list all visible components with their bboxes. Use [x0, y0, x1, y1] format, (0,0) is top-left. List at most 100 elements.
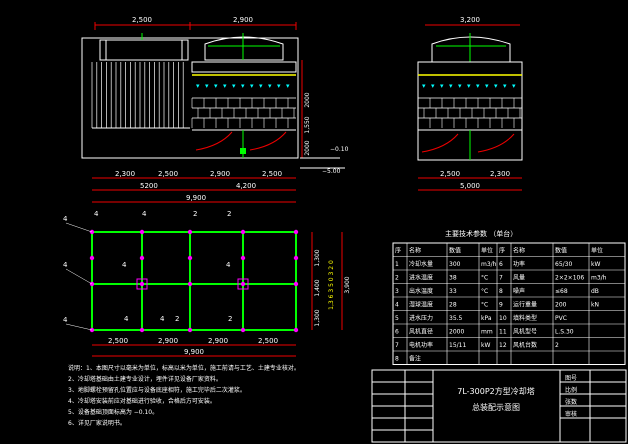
fill-packing — [191, 97, 296, 128]
table-cell: kPa — [481, 315, 492, 322]
table-cell: m3/h — [591, 275, 607, 282]
table-cell: 3 — [395, 288, 399, 295]
spray-nozzles: ▾▾▾▾▾▾▾▾▾▾▾ — [196, 82, 290, 90]
plan-tag-bottom-1: 4 — [124, 315, 129, 323]
anchor-bolt — [139, 229, 145, 235]
plan-tag-bottom-4: 2 — [228, 315, 232, 323]
note-line-5: 5、设备基础顶面标高为 −0.10。 — [68, 408, 158, 416]
table-cell: 65/30 — [555, 261, 572, 268]
side-top-dim: 3,200 — [460, 16, 480, 24]
table-cell: °C — [481, 275, 488, 282]
table-header-cell: 单位 — [591, 247, 603, 255]
anchor-bolt — [89, 255, 95, 261]
spray-nozzle: ▾ — [458, 82, 462, 90]
level-minus-010: −0.10 — [330, 146, 349, 153]
title-side-2: 比例 — [565, 386, 577, 394]
table-cell: 7 — [499, 275, 503, 282]
table-cell: 5 — [395, 315, 399, 322]
table-cell: 200 — [555, 302, 567, 309]
note-line-4: 4、冷却塔安装前应对基础进行验收，合格后方可安装。 — [68, 397, 216, 405]
title-side-1: 图号 — [565, 375, 577, 382]
table-cell: mm — [481, 329, 493, 336]
table-cell: PVC — [555, 315, 567, 322]
spray-nozzle: ▾ — [223, 82, 227, 90]
anchor-bolt — [187, 229, 193, 235]
plan-tag-bottom-3: 2 — [175, 315, 179, 323]
table-cell: 1 — [395, 261, 399, 268]
title-block: 7L-300P2方型冷却塔 总装配示意图 图号 比例 张数 审核 — [371, 369, 627, 443]
table-cell: dB — [591, 288, 599, 295]
table-cell: 38 — [449, 275, 457, 282]
plan-tag-top-4: 2 — [227, 210, 231, 218]
notes-block: 说明：1、本图尺寸以毫米为单位，标高以米为单位，施工前请与工艺、土建专业核对。 … — [68, 364, 300, 427]
side-dim-b1: 2,500 — [440, 170, 460, 178]
spray-nozzle: ▾ — [277, 82, 281, 90]
table-header-cell: 序 — [395, 247, 401, 255]
plan-tag-left-2: 4 — [63, 261, 68, 269]
plan-tag-center-2: 4 — [226, 261, 231, 269]
table-cell: 300 — [449, 261, 461, 268]
title-line-1: 7L-300P2方型冷却塔 — [457, 386, 534, 396]
anchor-bolt — [187, 327, 193, 333]
table-cell: 28 — [449, 302, 457, 309]
spray-nozzle: ▾ — [232, 82, 236, 90]
plan-bottom-dim-4: 2,500 — [258, 337, 278, 345]
table-cell: °C — [481, 302, 488, 309]
table-cell: 10 — [499, 315, 507, 322]
spray-nozzle: ▾ — [205, 82, 209, 90]
table-cell: 冷却水量 — [409, 260, 433, 268]
dim-b2: 2,500 — [158, 170, 178, 178]
anchor-bolt — [240, 229, 246, 235]
table-cell: m3/h — [481, 261, 497, 268]
anchor-bolt — [240, 281, 246, 287]
level-minus-500: −5.00 — [322, 168, 341, 175]
spray-nozzle: ▾ — [440, 82, 444, 90]
plan-bottom-dim-3: 2,900 — [208, 337, 228, 345]
title-side-4: 审核 — [565, 410, 577, 418]
table-cell: kW — [591, 261, 600, 268]
table-header-cell: 单位 — [481, 247, 493, 255]
plan-right-dim-2: 1,400 — [314, 279, 321, 296]
dim-top-right: 2,900 — [233, 16, 253, 24]
dim-h1: 2000 — [304, 92, 311, 107]
table-cell: 6 — [395, 329, 399, 336]
side-dim-b2: 2,300 — [490, 170, 510, 178]
plan-bottom-dim-1: 2,500 — [108, 337, 128, 345]
dim-b4: 2,500 — [262, 170, 282, 178]
plan-right-total: 3,900 — [344, 276, 351, 293]
plan-bottom-dim-2: 2,900 — [158, 337, 178, 345]
dim-total-right: 4,200 — [236, 182, 256, 190]
table-cell: 7 — [395, 342, 399, 349]
spray-nozzle: ▾ — [268, 82, 272, 90]
table-cell: kN — [591, 302, 599, 309]
table-cell: ≤68 — [555, 288, 568, 295]
table-cell: 33 — [449, 288, 457, 295]
spray-nozzle: ▾ — [422, 82, 426, 90]
table-cell: 12 — [499, 342, 507, 349]
table-cell: 备注 — [409, 355, 421, 363]
note-line-2: 2、冷却塔基础由土建专业设计，埋件详见设备厂家资料。 — [68, 375, 222, 383]
table-cell: 出水温度 — [409, 287, 433, 295]
dim-total-left: 5200 — [140, 182, 158, 190]
table-cell: 8 — [499, 288, 503, 295]
spray-nozzle: ▾ — [196, 82, 200, 90]
side-spray-nozzles: ▾▾▾▾▾▾▾▾▾▾▾ — [422, 82, 516, 90]
plan-right-dim-1: 1,300 — [314, 249, 321, 266]
table-cell: 风机直径 — [409, 328, 433, 336]
foundation-plan: 4 4 2 2 4 4 4 4 4 4 4 2 2 1,300 1,400 1,… — [63, 210, 351, 357]
anchor-bolt — [240, 327, 246, 333]
table-cell: 15/11 — [449, 342, 466, 349]
table-cell: 风机型号 — [513, 328, 537, 336]
plan-right-note: 1,3 6 3 5 0 3 2 0 — [328, 260, 335, 310]
spray-nozzle: ▾ — [250, 82, 254, 90]
anchor-bolt — [139, 255, 145, 261]
anchor-bolt — [293, 229, 299, 235]
table-cell: 4 — [395, 302, 399, 309]
table-cell: 进水压力 — [409, 314, 433, 322]
front-elevation: 2,500 2,900 ▾▾▾▾▾▾▾▾▾▾▾ 2000 1,550 2000 … — [81, 16, 349, 203]
anchor-bolt — [293, 281, 299, 287]
table-cell: 11 — [499, 329, 507, 336]
spray-nozzle: ▾ — [214, 82, 218, 90]
spray-nozzle: ▾ — [241, 82, 245, 90]
